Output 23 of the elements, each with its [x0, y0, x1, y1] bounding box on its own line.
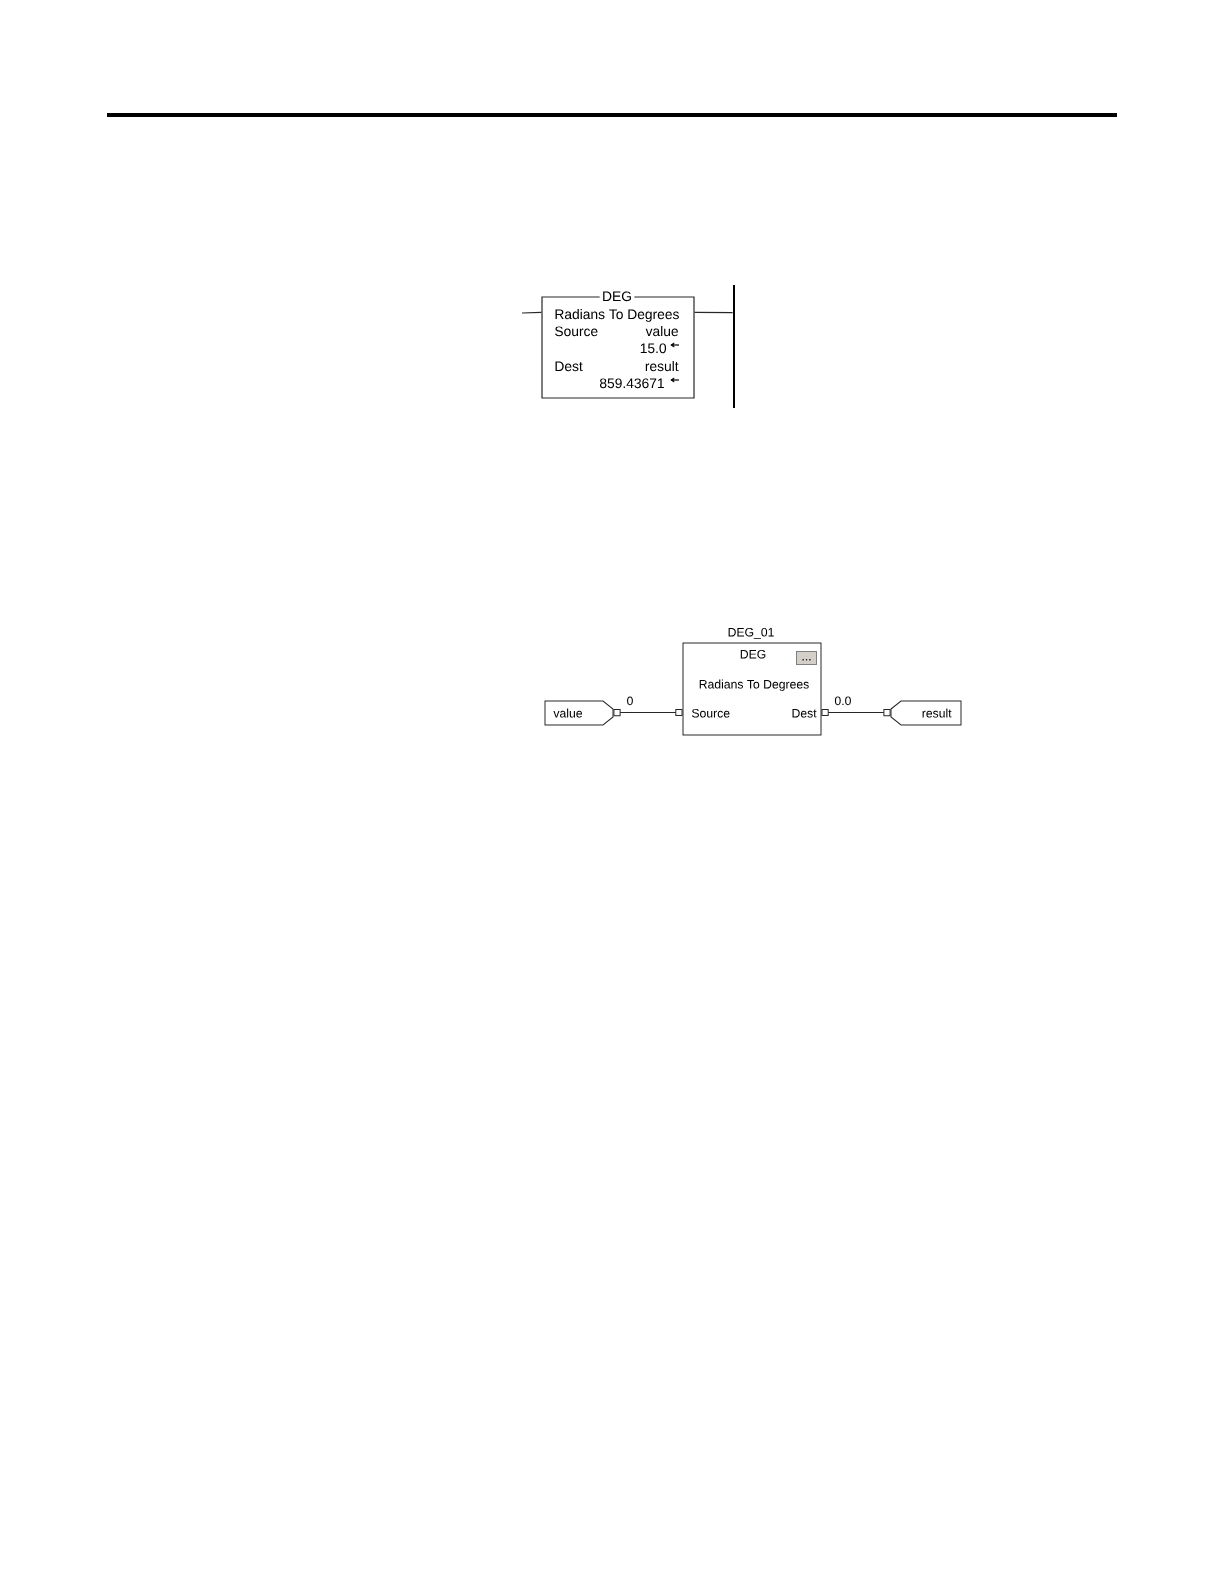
- rung-line: [521, 311, 542, 314]
- tag-name: value: [645, 326, 678, 337]
- pin-label: Source: [691, 708, 730, 718]
- operand-label: Source: [555, 326, 598, 337]
- pin-label: Dest: [792, 709, 817, 718]
- wire-value: 0.0: [833, 695, 853, 707]
- input-reference: value: [544, 700, 614, 726]
- output-reference: result: [890, 700, 962, 726]
- tag-name: result: [645, 361, 679, 372]
- operand-value: 859.43671: [599, 378, 664, 389]
- wire: [821, 708, 891, 717]
- rung-line: [694, 311, 734, 314]
- instruction-block: [541, 291, 695, 399]
- operand-value: 15.0: [640, 343, 667, 354]
- instruction-description: Radians To Degrees: [555, 309, 679, 322]
- ellipsis-button: ...: [796, 651, 817, 665]
- wire-value: 0: [625, 695, 635, 707]
- operand-label: Dest: [555, 361, 583, 372]
- instruction-description: Radians To Degrees: [699, 679, 809, 691]
- block-name: DEG_01: [728, 627, 774, 639]
- instruction-name: DEG: [599, 291, 635, 302]
- wire: [613, 708, 683, 717]
- instruction-name: DEG: [740, 649, 766, 659]
